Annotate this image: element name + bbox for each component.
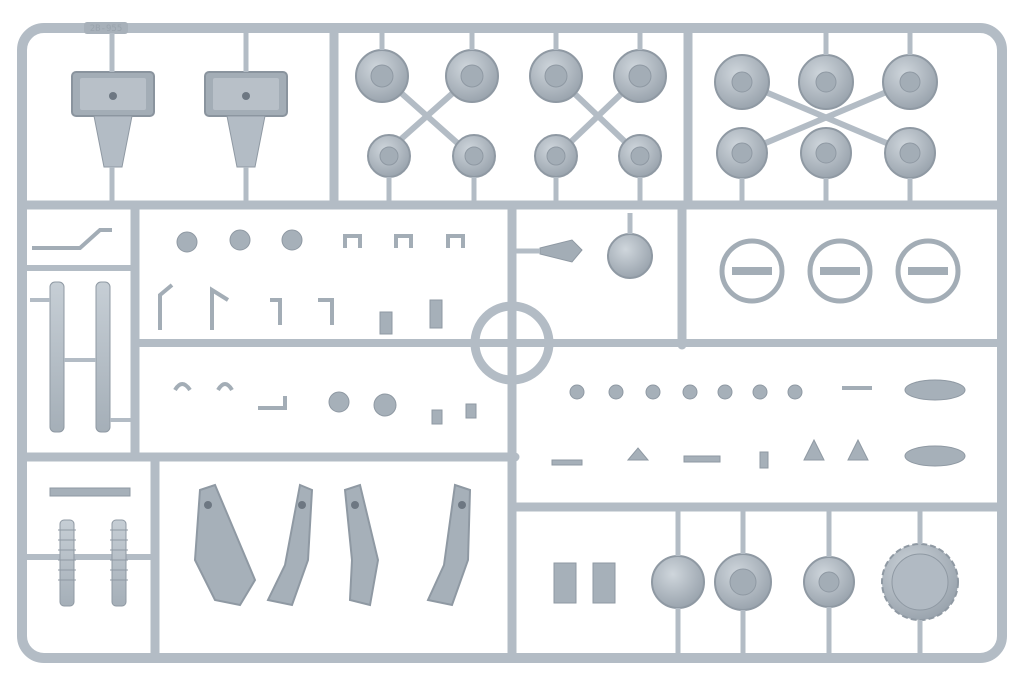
pin-parts-row xyxy=(569,379,966,401)
leaf-spring-parts xyxy=(30,228,135,433)
sprue-hub-ring xyxy=(470,301,554,385)
coil-spring-parts xyxy=(49,487,131,607)
sprue-frame xyxy=(17,23,1007,663)
road-wheel-parts-center xyxy=(355,33,667,205)
drive-wheel-parts xyxy=(553,507,959,658)
small-fitting-parts xyxy=(158,229,477,425)
suspension-arm-parts xyxy=(193,483,472,607)
svg-text:2B-955: 2B-955 xyxy=(90,24,123,34)
ring-fitting-parts xyxy=(719,238,961,304)
bracket-parts-row xyxy=(551,438,966,469)
road-wheel-parts-right xyxy=(714,33,938,205)
hatch-and-cone-parts xyxy=(515,213,653,279)
sprue-code-tag: 2B-955 xyxy=(84,22,128,34)
armor-bracket-parts xyxy=(71,33,288,205)
